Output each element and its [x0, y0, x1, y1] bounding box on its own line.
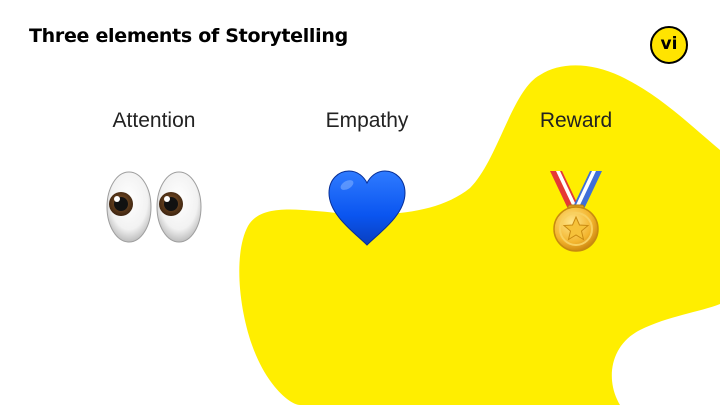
element-attention: Attention	[74, 108, 234, 245]
blue-heart-icon	[328, 170, 406, 246]
element-label: Attention	[112, 109, 196, 132]
medal-icon	[550, 171, 602, 252]
slide-title: Three elements of Storytelling	[29, 25, 348, 47]
element-label: Reward	[539, 109, 613, 132]
vi-logo: vi	[650, 26, 688, 64]
element-reward: Reward	[496, 108, 656, 253]
logo-text: vi	[660, 34, 678, 54]
element-label: Empathy	[325, 109, 409, 132]
element-empathy: Empathy	[287, 108, 447, 247]
eyes-icon	[106, 171, 202, 243]
